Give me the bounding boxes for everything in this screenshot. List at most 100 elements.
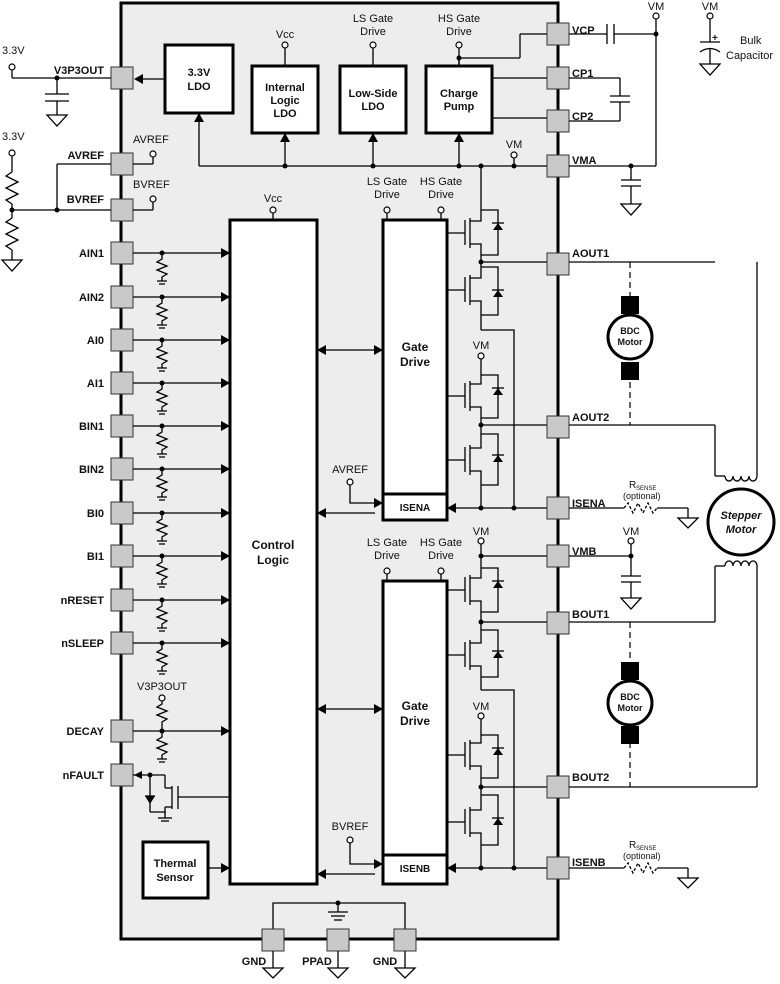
- vcc-terminal-logic: [269, 206, 277, 214]
- pin-decay: DECAY: [67, 719, 134, 743]
- hs-gate-label-top-1: HS Gate: [438, 13, 480, 25]
- optional-b-label: (optional): [623, 851, 661, 861]
- thermal-line2: Sensor: [156, 872, 194, 884]
- pin-bi1: BI1: [87, 544, 134, 568]
- isena-block-label: ISENA: [400, 503, 431, 514]
- pin-isena-label: ISENA: [572, 498, 606, 510]
- thermal-sensor-block: Thermal Sensor: [141, 840, 210, 900]
- hs-gate-terminal-top: [455, 41, 463, 49]
- pin-avref-label: AVREF: [68, 150, 105, 162]
- ls-gate-terminal-top: [369, 41, 377, 49]
- vcc-label-top: Vcc: [276, 29, 295, 41]
- vm-terminal-vmb: [627, 537, 635, 545]
- pin-ai0: AI0: [87, 328, 134, 352]
- v33-label-1: 3.3V: [2, 45, 25, 57]
- vm-label-b1: VM: [473, 526, 490, 538]
- pin-cp2: CP2: [546, 109, 593, 133]
- gate-drive-a-line2: Drive: [400, 355, 430, 369]
- ls-gate-label-top-1: LS Gate: [353, 13, 393, 25]
- charge-pump-block: Charge Pump: [424, 64, 494, 135]
- bdc-a-line2: Motor: [618, 337, 643, 347]
- vcc-label-logic: Vcc: [264, 193, 283, 205]
- pin-vma: VMA: [546, 154, 597, 178]
- gate-drive-a-block: Gate Drive ISENA: [381, 218, 449, 522]
- vm-terminal-a2: [477, 352, 485, 360]
- hs-gate-terminal-b: [437, 567, 445, 575]
- internal-ldo-line2: Logic: [270, 95, 299, 107]
- avref-label-isena: AVREF: [332, 464, 368, 476]
- internal-logic-ldo-block: Internal Logic LDO: [250, 64, 320, 135]
- charge-pump-line1: Charge: [440, 88, 478, 100]
- gate-drive-b-line2: Drive: [400, 714, 430, 728]
- vm-label-bulk: VM: [702, 1, 719, 13]
- v33-terminal-2: [8, 149, 16, 157]
- pin-bin1-label: BIN1: [79, 421, 104, 433]
- pin-gnd-1: GND: [242, 928, 285, 968]
- ls-gate-label-top-2: Drive: [360, 26, 386, 38]
- ldo33-line2: LDO: [187, 81, 211, 93]
- pin-bout1-label: BOUT1: [572, 609, 609, 621]
- avref-terminal-top: [149, 150, 157, 158]
- h-bridge-a-left: [447, 166, 515, 508]
- vm-terminal-b1: [477, 537, 485, 545]
- pin-ai1-label: AI1: [87, 378, 104, 390]
- pin-vma-label: VMA: [572, 155, 597, 167]
- pin-nfault: nFAULT: [63, 763, 134, 787]
- control-logic-line2: Logic: [257, 553, 289, 567]
- hs-gate-label-a-2: Drive: [428, 189, 454, 201]
- vm-label-vmb: VM: [623, 526, 640, 538]
- pin-bi0: BI0: [87, 501, 134, 525]
- pin-bvref: BVREF: [67, 194, 134, 222]
- stepper-motor: Stepper Motor: [706, 487, 776, 557]
- h-bridge-b-left: [447, 544, 548, 868]
- pin-bout2: BOUT2: [546, 772, 609, 799]
- pin-ai1: AI1: [87, 371, 134, 395]
- vcc-terminal-top: [281, 41, 289, 49]
- input-lines: [133, 248, 230, 736]
- bulk-cap-label-2: Capacitor: [726, 50, 773, 62]
- bvref-label-top: BVREF: [133, 179, 170, 191]
- gate-drive-a-line1: Gate: [402, 340, 429, 354]
- pin-v3p3out-label: V3P3OUT: [54, 65, 104, 77]
- bvref-terminal-top: [149, 195, 157, 203]
- pin-ppad-label: PPAD: [302, 956, 332, 968]
- cap-plus-label: +: [712, 33, 718, 44]
- pin-cp1-label: CP1: [572, 68, 593, 80]
- pin-bi1-label: BI1: [87, 551, 104, 563]
- vm-terminal-bulk: [706, 12, 714, 20]
- ls-gate-label-b-2: Drive: [374, 550, 400, 562]
- rsense-a-label: R: [629, 480, 636, 491]
- ls-gate-label-b-1: LS Gate: [367, 537, 407, 549]
- pin-ain1: AIN1: [79, 241, 134, 265]
- pin-ppad: PPAD: [302, 928, 350, 968]
- ls-gate-terminal-a: [383, 206, 391, 214]
- pin-bin2: BIN2: [79, 457, 134, 481]
- vm-terminal-ext: [652, 12, 660, 20]
- internal-ldo-line1: Internal: [265, 82, 305, 94]
- thermal-line1: Thermal: [154, 858, 197, 870]
- ldo33-line1: 3.3V: [188, 67, 211, 79]
- lowside-ldo-line2: LDO: [361, 101, 385, 113]
- pin-cp2-label: CP2: [572, 111, 593, 123]
- device-outline: [119, 1, 560, 941]
- pin-aout2: AOUT2: [546, 412, 609, 439]
- hs-gate-label-top-2: Drive: [446, 26, 472, 38]
- pin-bout1: BOUT1: [546, 609, 609, 635]
- pin-v3p3out: V3P3OUT: [54, 65, 134, 90]
- v33-terminal-1: [8, 63, 16, 71]
- pin-bi0-label: BI0: [87, 508, 104, 520]
- control-logic-line1: Control: [252, 538, 295, 552]
- lowside-ldo-line1: Low-Side: [349, 88, 398, 100]
- pin-nfault-label: nFAULT: [63, 770, 105, 782]
- vm-label-b2: VM: [473, 701, 490, 713]
- pin-vcp-label: VCP: [572, 25, 595, 37]
- isenb-block-label: ISENB: [400, 864, 431, 875]
- avref-label-top: AVREF: [133, 134, 169, 146]
- pin-vmb-label: VMB: [572, 546, 597, 558]
- h-bridge-a-right: [447, 359, 504, 508]
- pin-ain2: AIN2: [79, 285, 134, 309]
- hs-gate-label-b-2: Drive: [428, 550, 454, 562]
- pin-aout2-label: AOUT2: [572, 412, 609, 424]
- hs-gate-label-a-1: HS Gate: [420, 176, 462, 188]
